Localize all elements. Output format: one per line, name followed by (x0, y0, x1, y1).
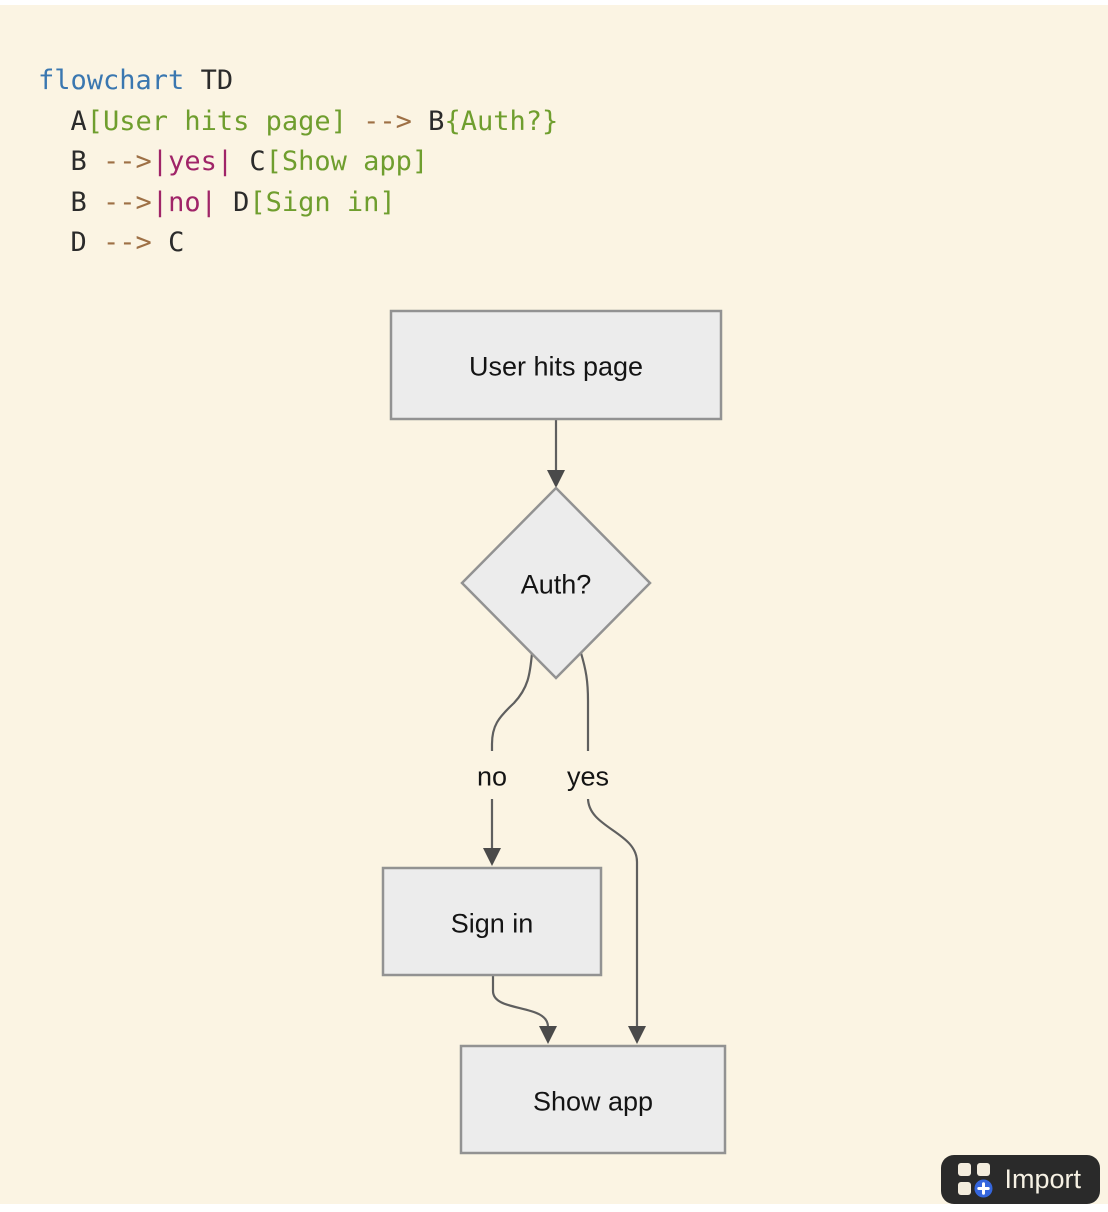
code-token: D (216, 186, 250, 218)
code-token: D (38, 227, 104, 259)
code-token: |no| (151, 186, 217, 218)
import-button[interactable]: Import (941, 1155, 1100, 1204)
code-token: [Show app] (265, 146, 429, 178)
code-token: flowchart (38, 65, 185, 96)
code-token: --> (103, 227, 152, 259)
code-token: [User hits page] (86, 105, 347, 137)
code-token: A (38, 105, 87, 137)
code-token: --> (103, 186, 152, 218)
code-token (347, 106, 363, 137)
code-token: C (233, 146, 266, 178)
code-token: TD (184, 65, 234, 96)
code-token: C (151, 227, 185, 259)
import-button-label: Import (1004, 1164, 1081, 1194)
import-icon (958, 1163, 993, 1198)
code-token: B (38, 146, 104, 178)
mermaid-code-block: flowchart TD A[User hits page] --> B{Aut… (38, 61, 558, 264)
code-token: |yes| (151, 146, 234, 178)
code-token: B (411, 105, 445, 137)
code-token: {Auth?} (444, 105, 559, 137)
code-token: B (38, 186, 104, 218)
code-token: --> (103, 146, 152, 178)
code-token: --> (363, 105, 412, 137)
code-token: [Sign in] (249, 186, 396, 218)
